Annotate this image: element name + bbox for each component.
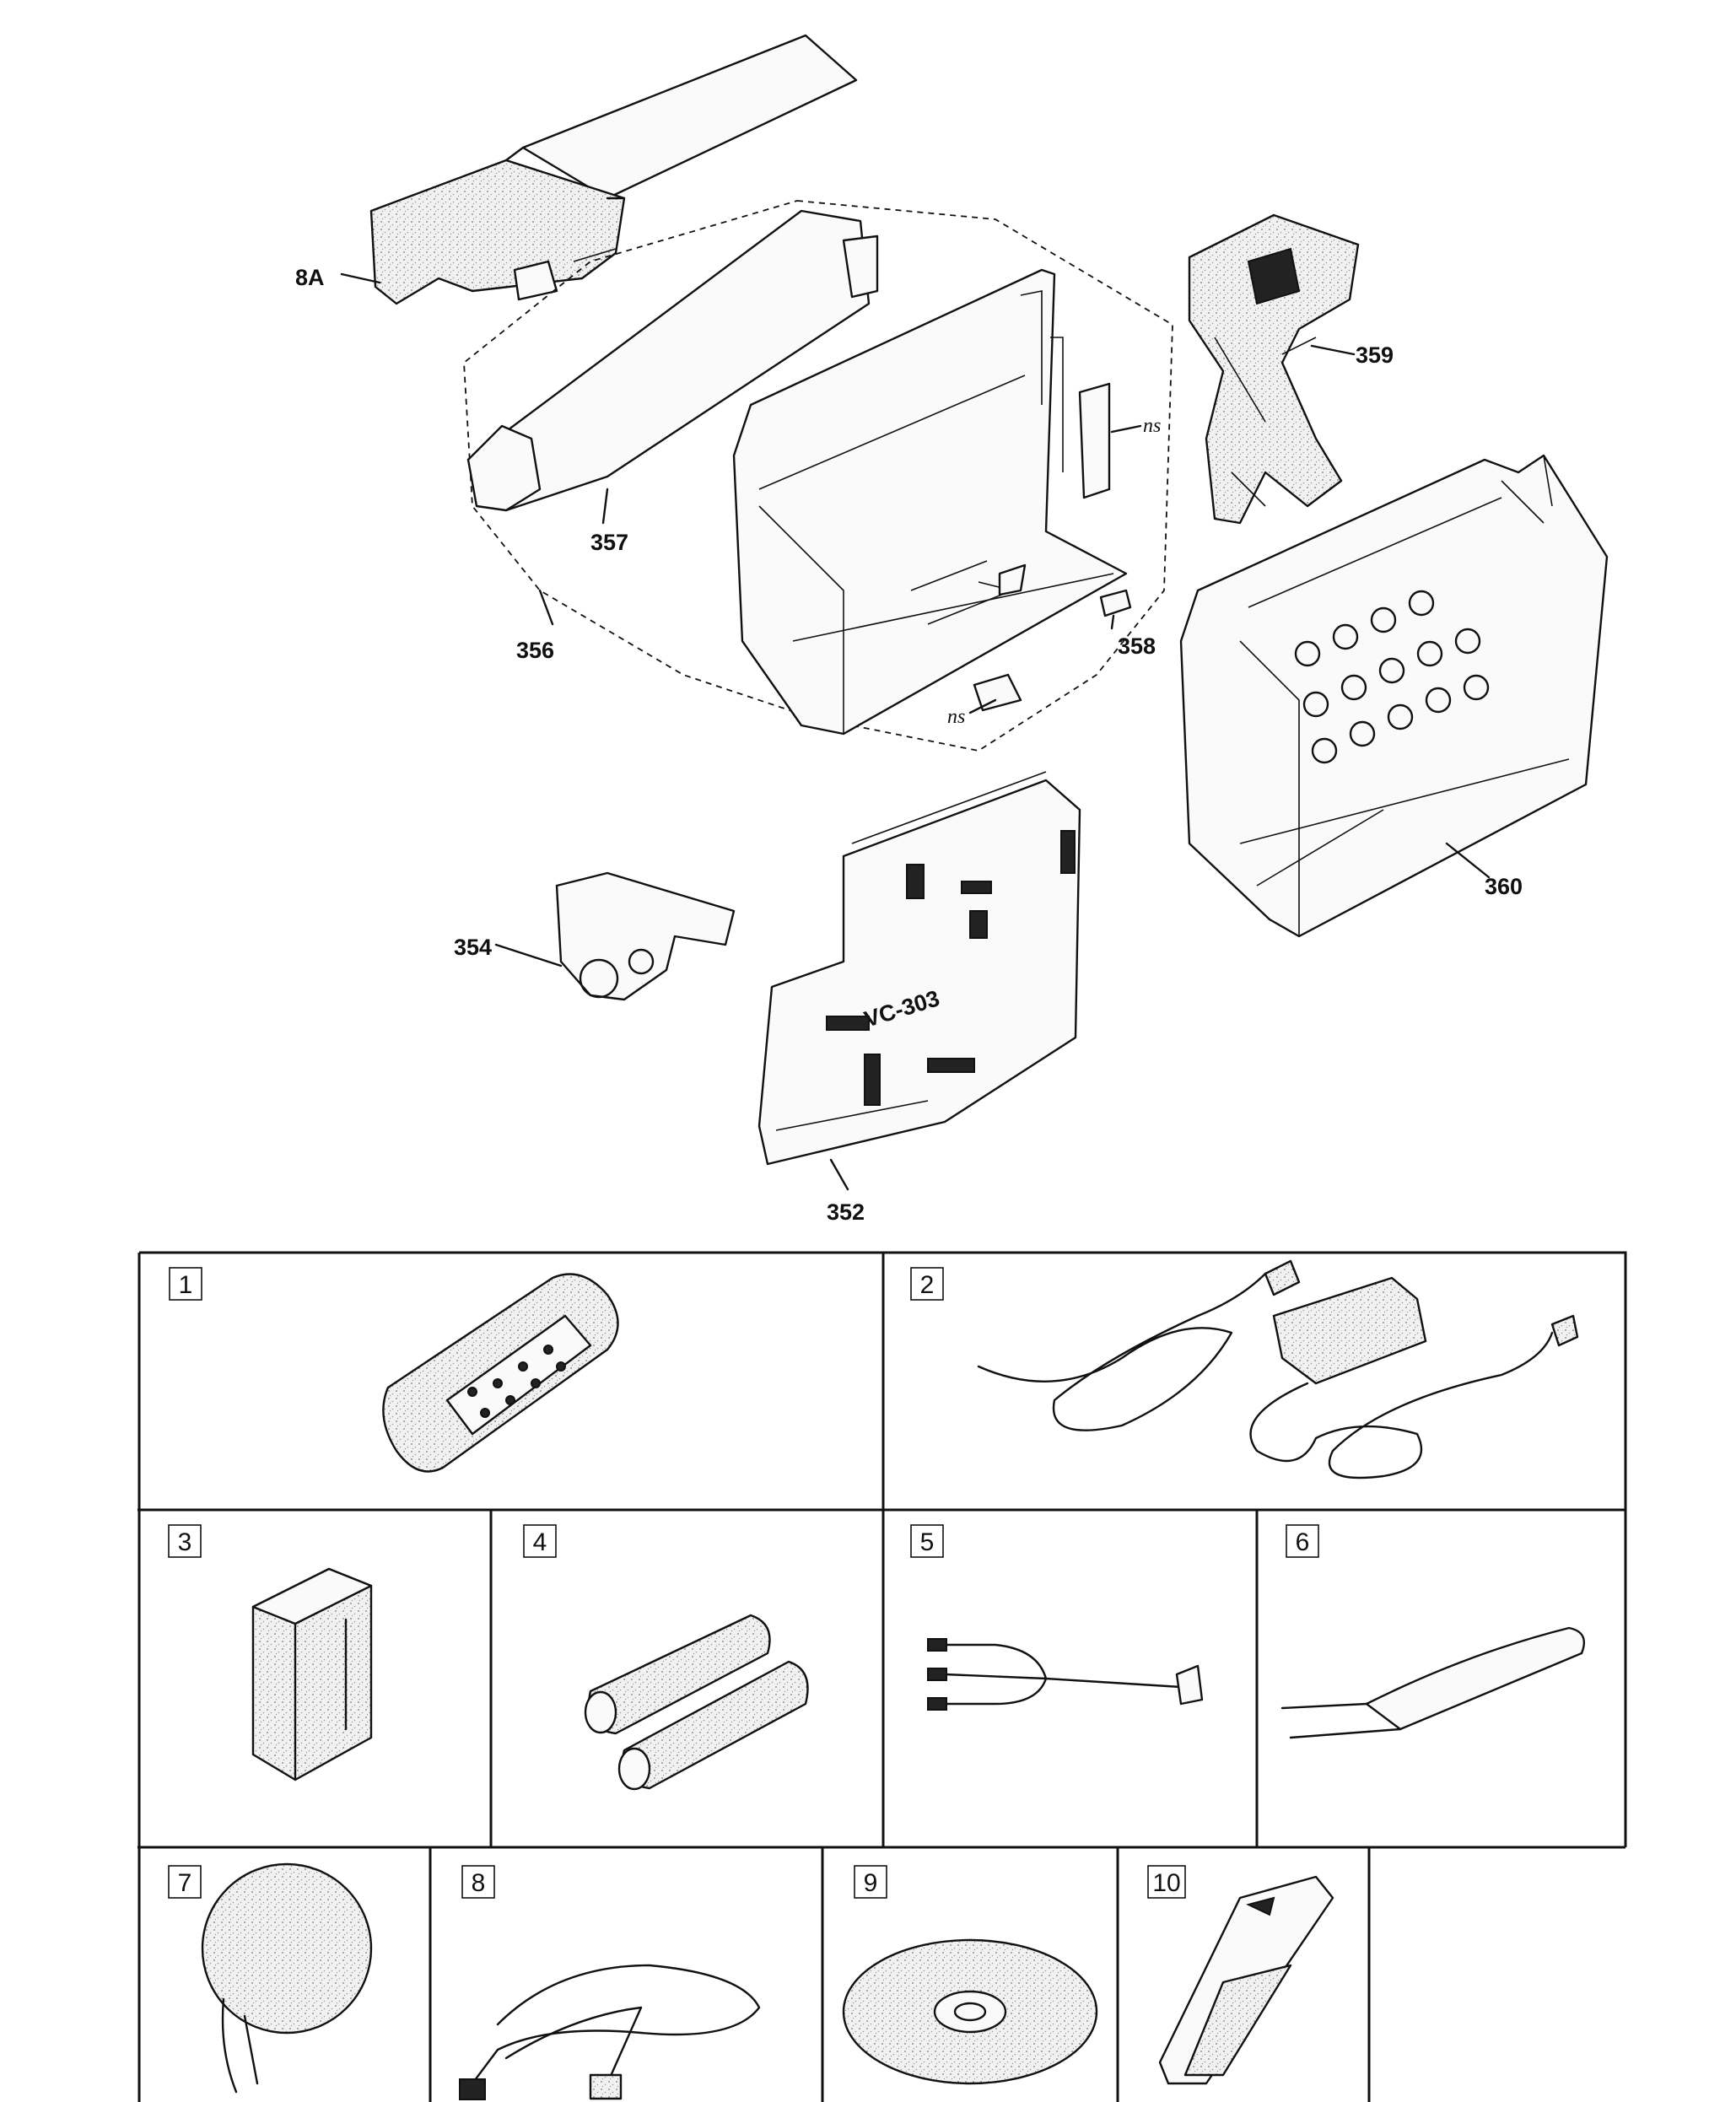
accessory-number-3: 3 (168, 1524, 202, 1558)
accessory-number-8: 8 (461, 1865, 495, 1899)
callout-356: 356 (516, 638, 554, 663)
remote-control-icon (382, 1273, 619, 1473)
svg-text:10: 10 (1152, 1869, 1180, 1897)
callout-359: 359 (1356, 342, 1394, 368)
shoulder-strap-icon (1280, 1626, 1586, 1739)
leader-line (340, 272, 381, 284)
callout-354: 354 (454, 935, 492, 960)
connector-board-part (555, 871, 736, 1001)
svg-text:6: 6 (1296, 1528, 1310, 1556)
accessory-number-6: 6 (1286, 1524, 1319, 1558)
screw-part (1099, 589, 1132, 630)
svg-text:2: 2 (920, 1271, 935, 1299)
cd-rom-icon (842, 1938, 1098, 2085)
svg-text:8: 8 (472, 1869, 486, 1897)
leader-line (601, 488, 609, 525)
callout-352: 352 (827, 1199, 865, 1225)
callout-ns-upper: ns (1143, 415, 1161, 437)
callout-ns-lower: ns (947, 706, 965, 728)
accessory-number-9: 9 (854, 1865, 887, 1899)
svg-text:1: 1 (179, 1271, 193, 1299)
aa-batteries-icon (584, 1614, 809, 1791)
svg-text:5: 5 (920, 1528, 935, 1556)
accessory-number-2: 2 (910, 1267, 944, 1301)
ac-adaptor-icon (977, 1259, 1579, 1479)
right-frame-part (1179, 454, 1609, 938)
callout-358: 358 (1118, 633, 1156, 659)
lens-cap-icon (201, 1862, 373, 2094)
chassis-tray-part (732, 268, 1128, 736)
leader-line (1310, 344, 1356, 356)
top-cover-part (369, 34, 858, 305)
accessory-number-5: 5 (910, 1524, 944, 1558)
cable-sheet-part (466, 209, 879, 512)
accessory-number-7: 7 (168, 1865, 202, 1899)
leader-line (968, 698, 997, 714)
leader-line (538, 589, 554, 626)
leader-line (1445, 842, 1491, 879)
callout-357: 357 (590, 530, 628, 555)
av-cable-icon (927, 1638, 1204, 1711)
battery-pack-icon (251, 1567, 373, 1781)
leader-line (1110, 424, 1142, 434)
accessories-grid (137, 1251, 1627, 2102)
svg-text:3: 3 (178, 1528, 192, 1556)
accessory-number-10: 10 (1147, 1865, 1186, 1899)
svg-text:7: 7 (178, 1869, 192, 1897)
main-board-part (757, 771, 1081, 1166)
accessory-number-4: 4 (523, 1524, 557, 1558)
usb-cable-icon (459, 1964, 761, 2100)
callout-360: 360 (1485, 874, 1523, 899)
leader-line (829, 1158, 849, 1191)
memory-stick-icon (1158, 1875, 1334, 2085)
flex-board-part (1188, 213, 1360, 525)
callout-8a: 8A (295, 265, 325, 290)
accessory-number-1: 1 (169, 1267, 202, 1301)
svg-text:4: 4 (533, 1528, 547, 1556)
leader-line (494, 943, 563, 967)
svg-text:9: 9 (864, 1869, 878, 1897)
